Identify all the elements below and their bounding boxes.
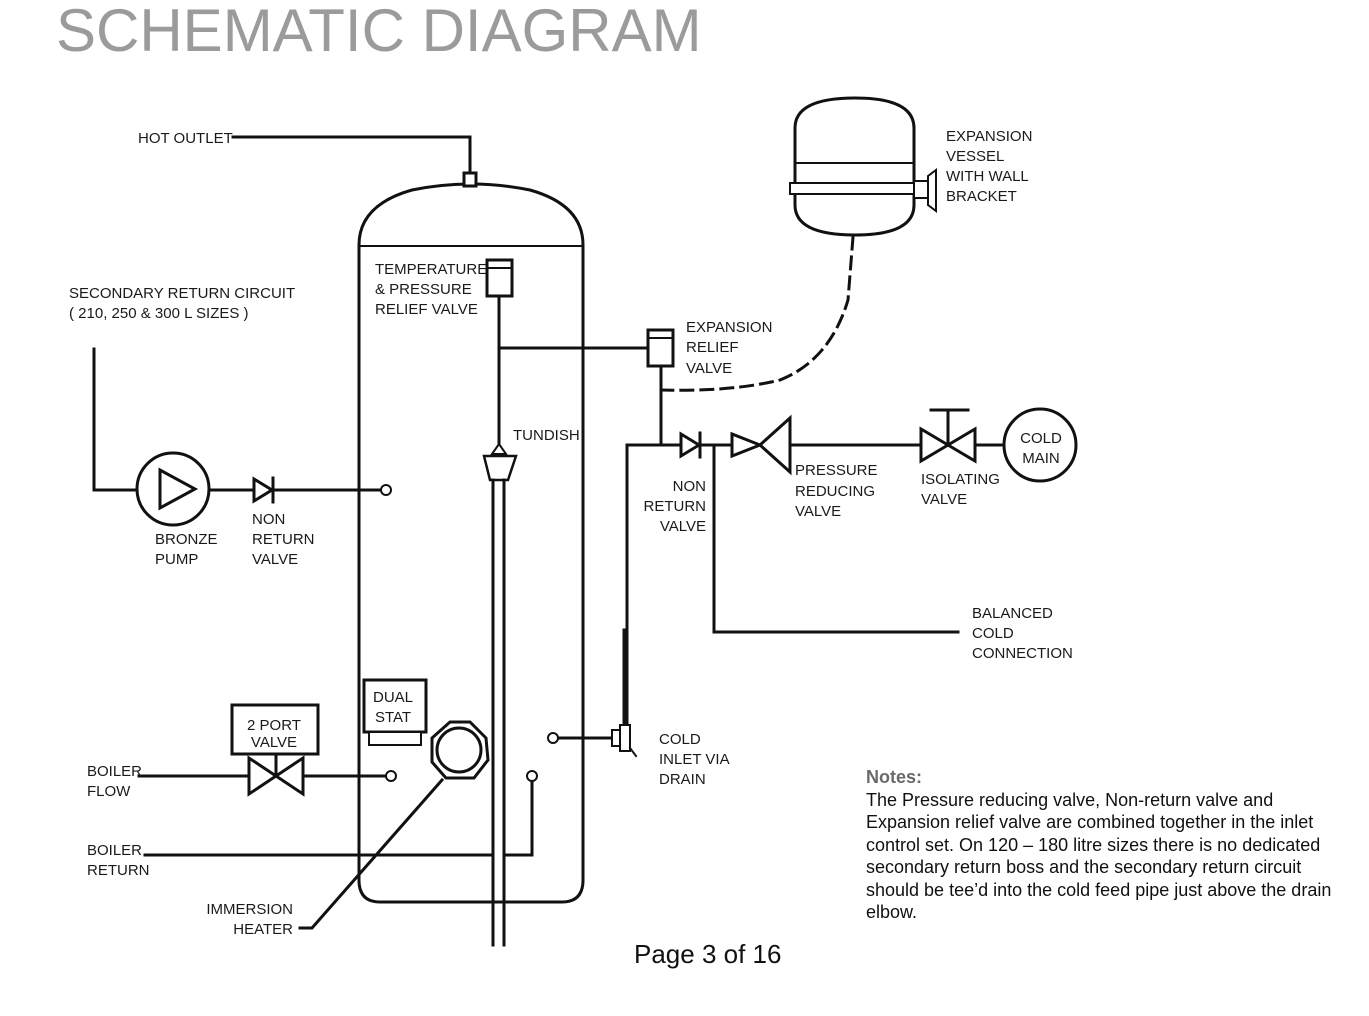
notes-body: The Pressure reducing valve, Non-return … xyxy=(866,789,1332,923)
nrv-right-triangle xyxy=(679,431,702,459)
cold-inlet-boss xyxy=(547,732,559,744)
expansion-relief-valve-body xyxy=(646,328,675,368)
notes-block: Notes: The Pressure reducing valve, Non-… xyxy=(866,766,1336,924)
two-port-valve-actuator xyxy=(230,703,320,756)
label-tundish: TUNDISH xyxy=(513,427,580,444)
secondary-return-pipe xyxy=(92,347,139,492)
pump-arrow xyxy=(158,467,199,511)
hot-outlet-pipe xyxy=(231,135,472,175)
drain-valve xyxy=(619,724,631,752)
boiler-return-riser xyxy=(502,779,534,857)
immersion-heater-leader xyxy=(298,777,445,930)
pressure-reducing-valve-left xyxy=(730,431,765,459)
immersion-heater-flange xyxy=(435,726,483,774)
hot-outlet-boss xyxy=(462,171,478,188)
boiler-flow-boss xyxy=(385,770,397,782)
nrv-left-triangle xyxy=(252,476,275,504)
pressure-reducing-valve-right xyxy=(757,414,792,476)
notes-title: Notes: xyxy=(866,767,923,787)
cold-main-circle xyxy=(1002,407,1078,483)
boiler-return-boss xyxy=(526,770,538,782)
expansion-vessel-wall-plate xyxy=(913,180,929,199)
expansion-vessel-body xyxy=(793,96,916,237)
page-title: SCHEMATIC DIAGRAM xyxy=(56,0,702,64)
isolating-valve-right xyxy=(945,426,977,464)
expansion-vessel-bracket-band xyxy=(789,182,915,195)
isolating-valve-left xyxy=(919,426,951,464)
secondary-return-boss xyxy=(380,484,392,496)
tpr-valve-body xyxy=(485,258,514,298)
expansion-vessel-pipe xyxy=(659,235,855,392)
cylinder-body xyxy=(357,182,585,904)
tundish-cone-top xyxy=(490,442,508,455)
balanced-cold-pipe xyxy=(712,443,960,634)
label-secondary-return: SECONDARY RETURN CIRCUIT( 210, 250 & 300… xyxy=(69,285,295,322)
page-number: Page 3 of 16 xyxy=(634,939,782,969)
two-port-valve-right xyxy=(273,755,305,797)
two-port-valve-left xyxy=(247,755,279,797)
tundish-cup xyxy=(482,454,518,482)
label-hot-outlet: HOT OUTLET xyxy=(138,130,233,147)
